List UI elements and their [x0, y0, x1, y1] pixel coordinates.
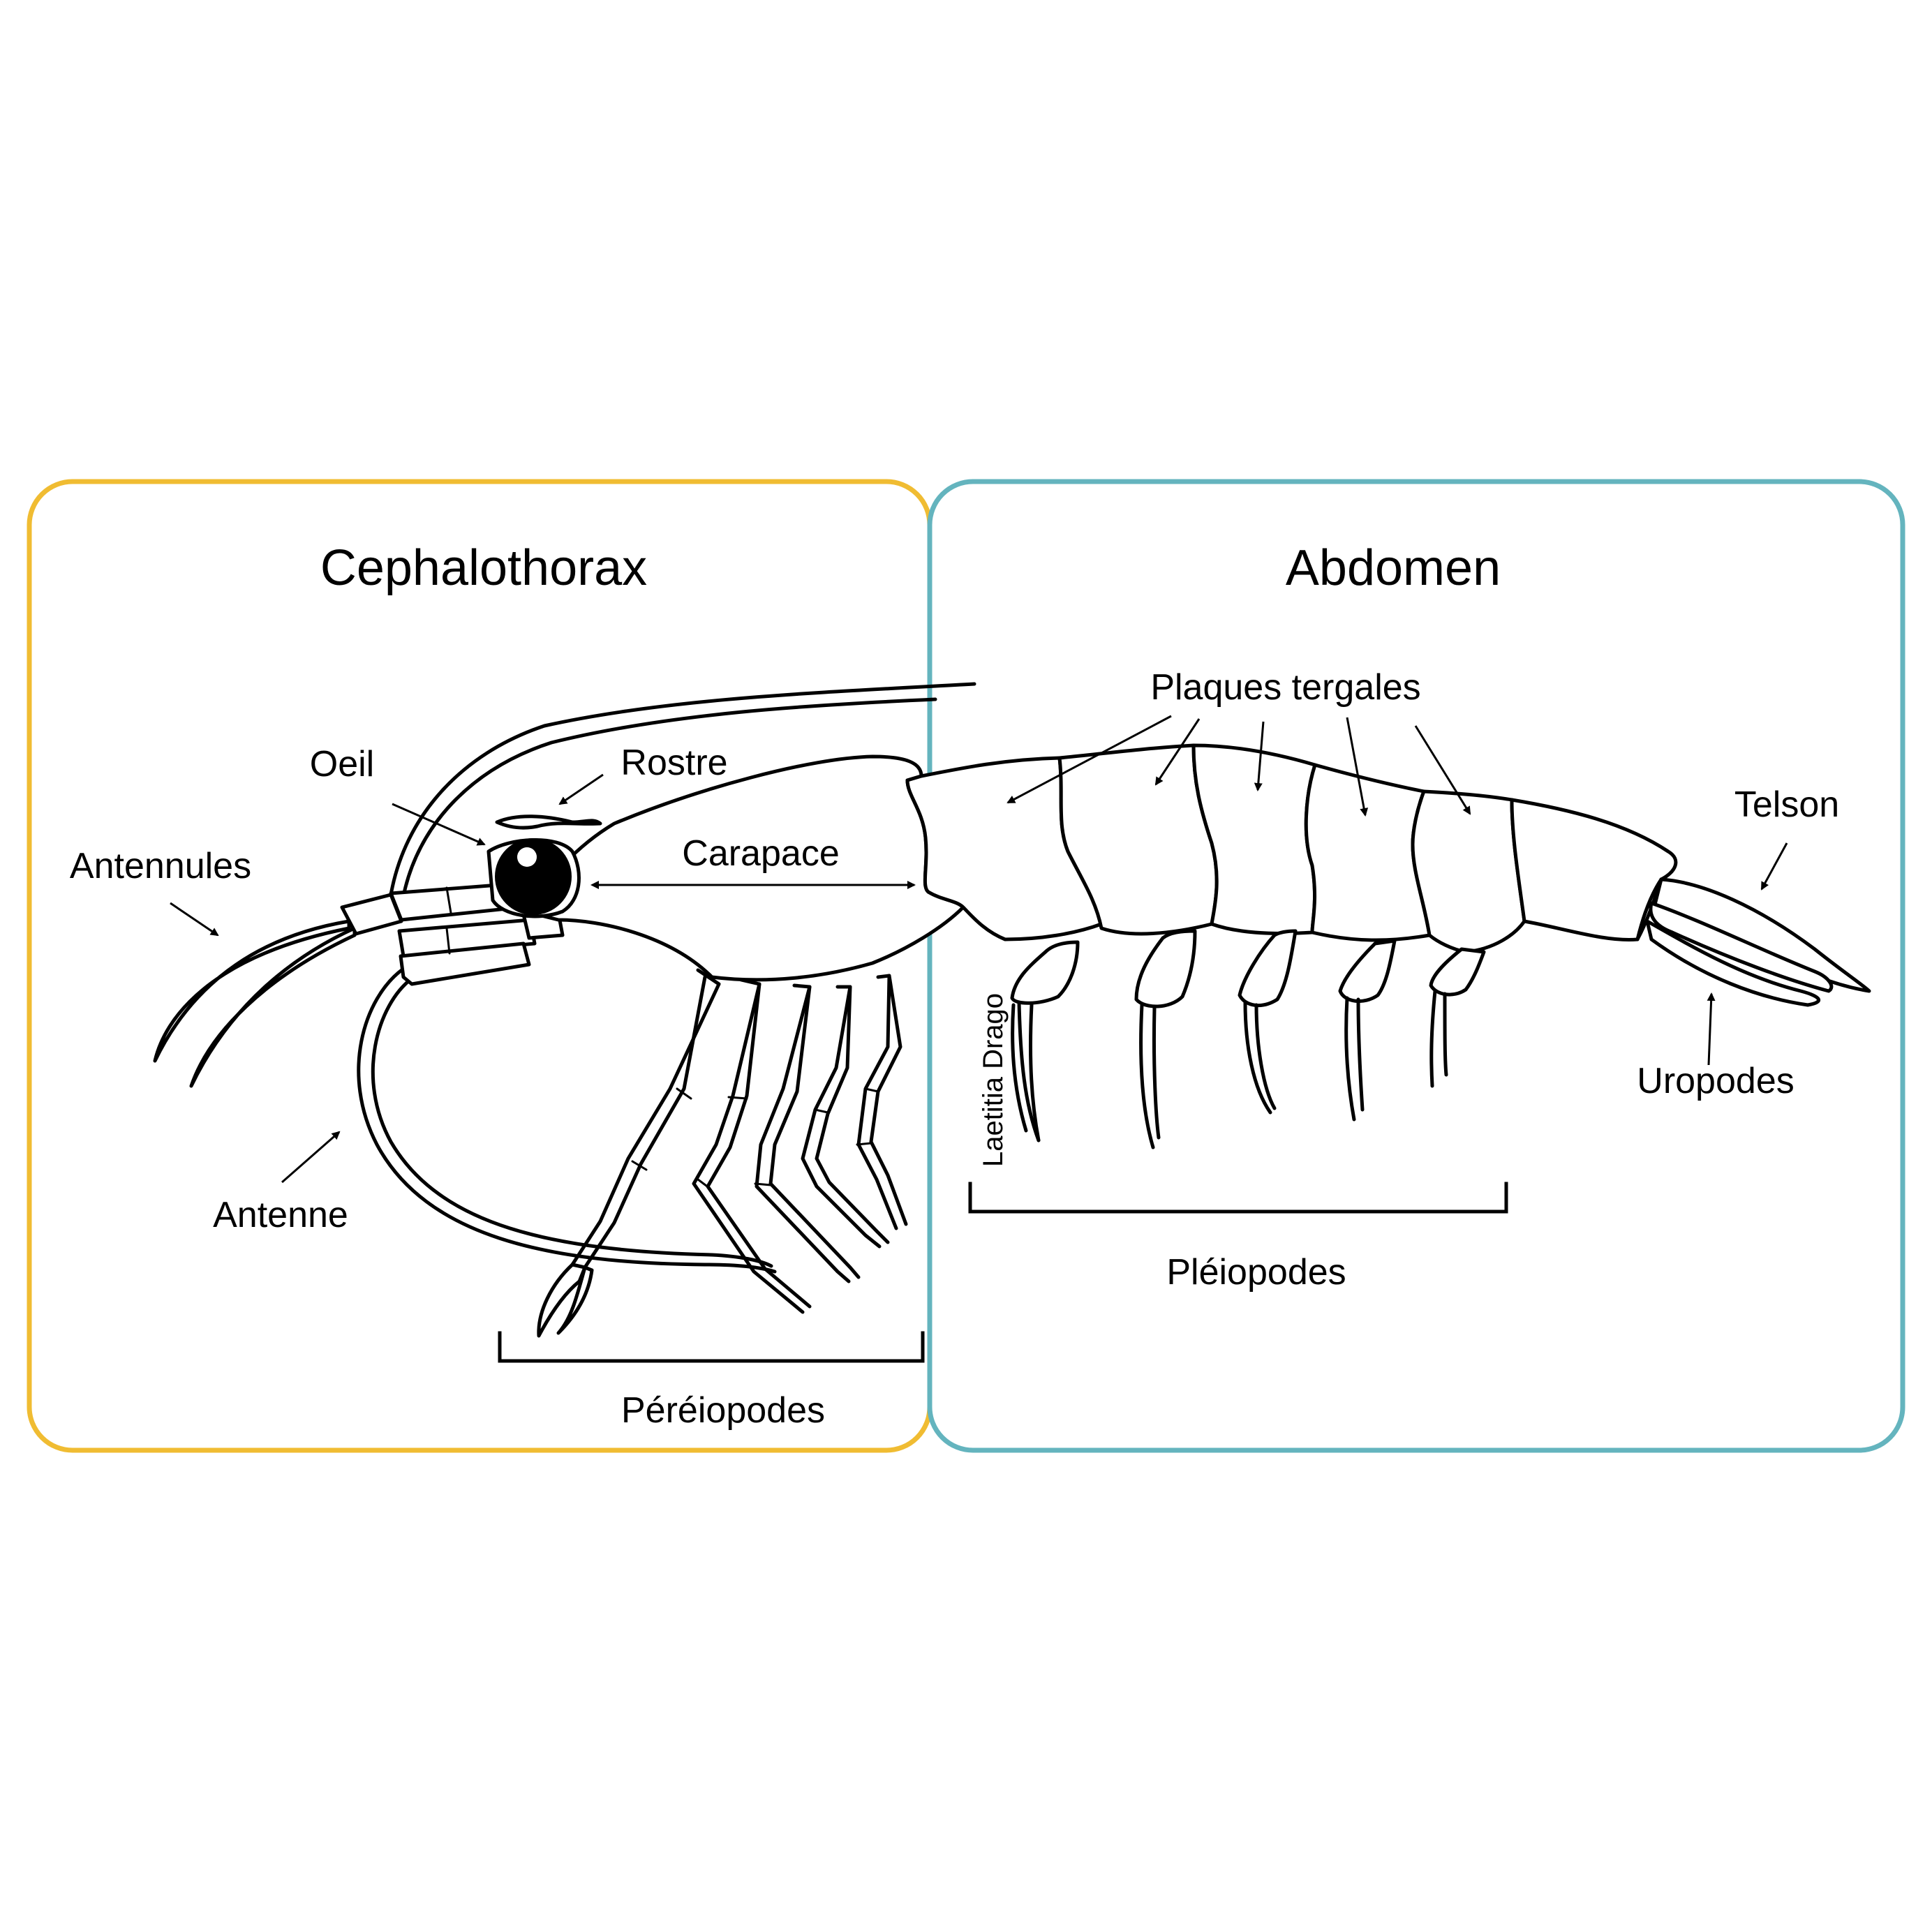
pereiopods-drawing: [537, 968, 908, 1338]
pointer-oeil: [392, 803, 486, 846]
pointer-antennules: [170, 902, 219, 937]
pointer-rostre: [558, 773, 604, 805]
pointer-plaque-5: [1414, 725, 1471, 815]
tail-fan-drawing: [1645, 877, 1871, 1007]
pointer-plaque-4: [1346, 717, 1369, 817]
pointer-uropodes: [1707, 992, 1716, 1066]
artist-credit: Laetitia Drago: [978, 993, 1009, 1167]
label-antenne: Antenne: [213, 1195, 348, 1235]
cephalothorax-title: Cephalothorax: [320, 540, 647, 596]
eye-drawing: [486, 838, 581, 918]
label-antennules: Antennules: [70, 846, 251, 886]
pointer-plaque-3: [1254, 721, 1265, 791]
label-rostre: Rostre: [621, 743, 727, 783]
pleopods-drawing: [1010, 929, 1486, 1149]
pointer-telson: [1760, 842, 1788, 891]
rostrum-shape: [495, 814, 602, 830]
label-carapace: Carapace: [682, 833, 839, 874]
abdomen-title: Abdomen: [1286, 540, 1501, 596]
abdomen-segments-drawing: [905, 743, 1678, 954]
pointer-plaque-2: [1154, 718, 1201, 786]
label-uropodes: Uropodes: [1637, 1061, 1794, 1101]
label-pleiopodes: Pléiopodes: [1166, 1252, 1346, 1293]
bracket-pleiopodes: [968, 1182, 1508, 1214]
antenna-drawing: [357, 967, 777, 1274]
pointer-plaque-1: [1006, 715, 1172, 804]
label-oeil: Oeil: [310, 744, 374, 784]
antennal-scale-flagellum: [389, 682, 976, 898]
shrimp-illustration: [153, 682, 1871, 1338]
antenna-peduncle: [397, 911, 565, 986]
label-telson: Telson: [1734, 784, 1839, 825]
label-pereiopodes: Péréiopodes: [621, 1390, 825, 1431]
antennules-drawing: [153, 881, 522, 1088]
pointer-antenne: [281, 1131, 341, 1184]
abdomen-box: [927, 479, 1905, 1453]
bracket-pereiopodes: [498, 1331, 925, 1363]
label-plaques-tergales: Plaques tergales: [1150, 667, 1420, 708]
